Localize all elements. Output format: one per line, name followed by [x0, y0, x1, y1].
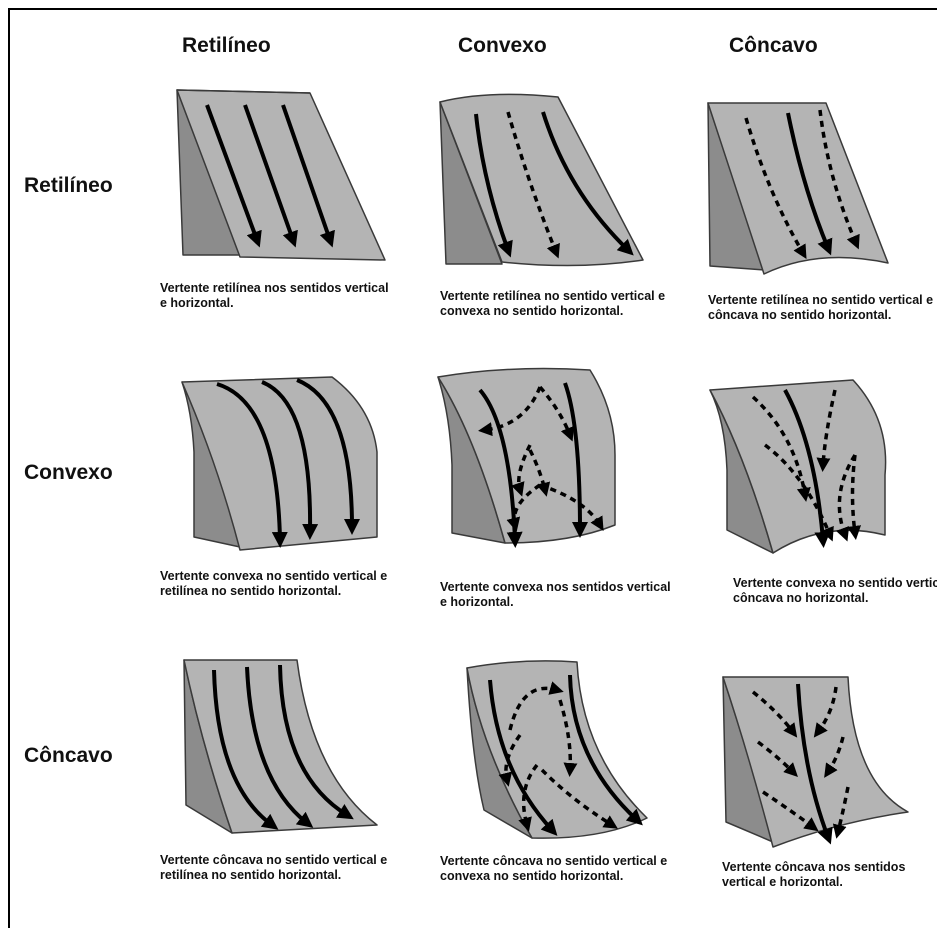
caption-concavo-retilineo: Vertente côncava no sentido vertical e r…	[160, 853, 395, 883]
column-header-concavo: Côncavo	[729, 34, 818, 58]
caption-retilineo-concavo: Vertente retilínea no sentido vertical e…	[708, 293, 937, 323]
caption-concavo-concavo: Vertente côncava nos sentidos vertical e…	[722, 860, 937, 890]
caption-retilineo-retilineo: Vertente retilínea nos sentidos vertical…	[160, 281, 395, 311]
slope-figure-retilineo-retilineo	[165, 85, 385, 265]
slope-figure-convexo-concavo	[705, 375, 925, 555]
slope-figure-retilineo-convexo	[428, 92, 648, 272]
slope-figure-convexo-retilineo	[172, 372, 392, 552]
slope-figure-concavo-concavo	[718, 672, 937, 852]
row-header-retilineo: Retilíneo	[24, 174, 113, 198]
slope-figure-concavo-convexo	[462, 660, 682, 840]
column-header-convexo: Convexo	[458, 34, 547, 58]
slope-figure-convexo-convexo	[430, 365, 650, 545]
slope-figure-concavo-retilineo	[172, 655, 392, 835]
row-header-concavo: Côncavo	[24, 744, 113, 768]
caption-concavo-convexo: Vertente côncava no sentido vertical e c…	[440, 854, 675, 884]
slope-figure-retilineo-concavo	[698, 98, 918, 278]
caption-retilineo-convexo: Vertente retilínea no sentido vertical e…	[440, 289, 675, 319]
row-header-convexo: Convexo	[24, 461, 113, 485]
column-header-retilineo: Retilíneo	[182, 34, 271, 58]
caption-convexo-concavo: Vertente convexa no sentido vertical e c…	[733, 576, 937, 606]
caption-convexo-convexo: Vertente convexa nos sentidos vertical e…	[440, 580, 675, 610]
caption-convexo-retilineo: Vertente convexa no sentido vertical e r…	[160, 569, 395, 599]
